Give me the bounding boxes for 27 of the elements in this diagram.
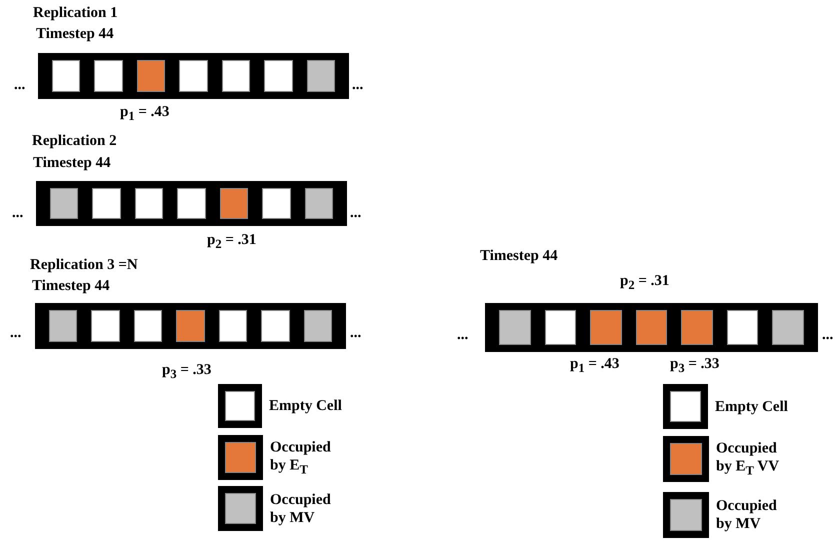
legend-label: Occupied by MV bbox=[716, 497, 778, 533]
legend-label: Occupied by MV bbox=[270, 490, 332, 526]
legend-label: Occupied by E$_{T}$ bbox=[270, 438, 332, 477]
legend-label: Empty Cell bbox=[715, 398, 789, 416]
probability-label: p$_{2}$ = .31 bbox=[620, 273, 670, 293]
ellipsis: ... bbox=[350, 325, 362, 342]
ellipsis: ... bbox=[12, 205, 24, 222]
ellipsis: ... bbox=[352, 77, 364, 94]
probability-label: p$_{2}$ = .31 bbox=[207, 232, 256, 252]
heading: Timestep 44 bbox=[480, 248, 558, 264]
ellipsis: ... bbox=[350, 205, 362, 222]
probability-label: p$_{1}$ = .43 bbox=[570, 356, 620, 376]
heading: Timestep 44 bbox=[32, 278, 110, 294]
heading: Timestep 44 bbox=[33, 155, 111, 172]
ellipsis: ... bbox=[822, 327, 834, 344]
legend-label: Occupied by E$_{T}$ VV bbox=[716, 440, 780, 478]
heading: Timestep 44 bbox=[36, 26, 114, 42]
probability-label: p$_{1}$ = .43 bbox=[120, 104, 170, 124]
legend-label: Empty Cell bbox=[269, 397, 343, 415]
heading: Replication 2 bbox=[32, 133, 117, 150]
ellipsis: ... bbox=[10, 325, 22, 342]
probability-label: p$_{3}$ = .33 bbox=[670, 356, 720, 376]
ellipsis: ... bbox=[14, 77, 26, 94]
heading: Replication 1 bbox=[33, 5, 118, 22]
probability-label: p$_{3}$ = .33 bbox=[162, 362, 212, 382]
ellipsis: ... bbox=[457, 327, 468, 344]
heading: Replication 3 =N bbox=[30, 257, 138, 274]
